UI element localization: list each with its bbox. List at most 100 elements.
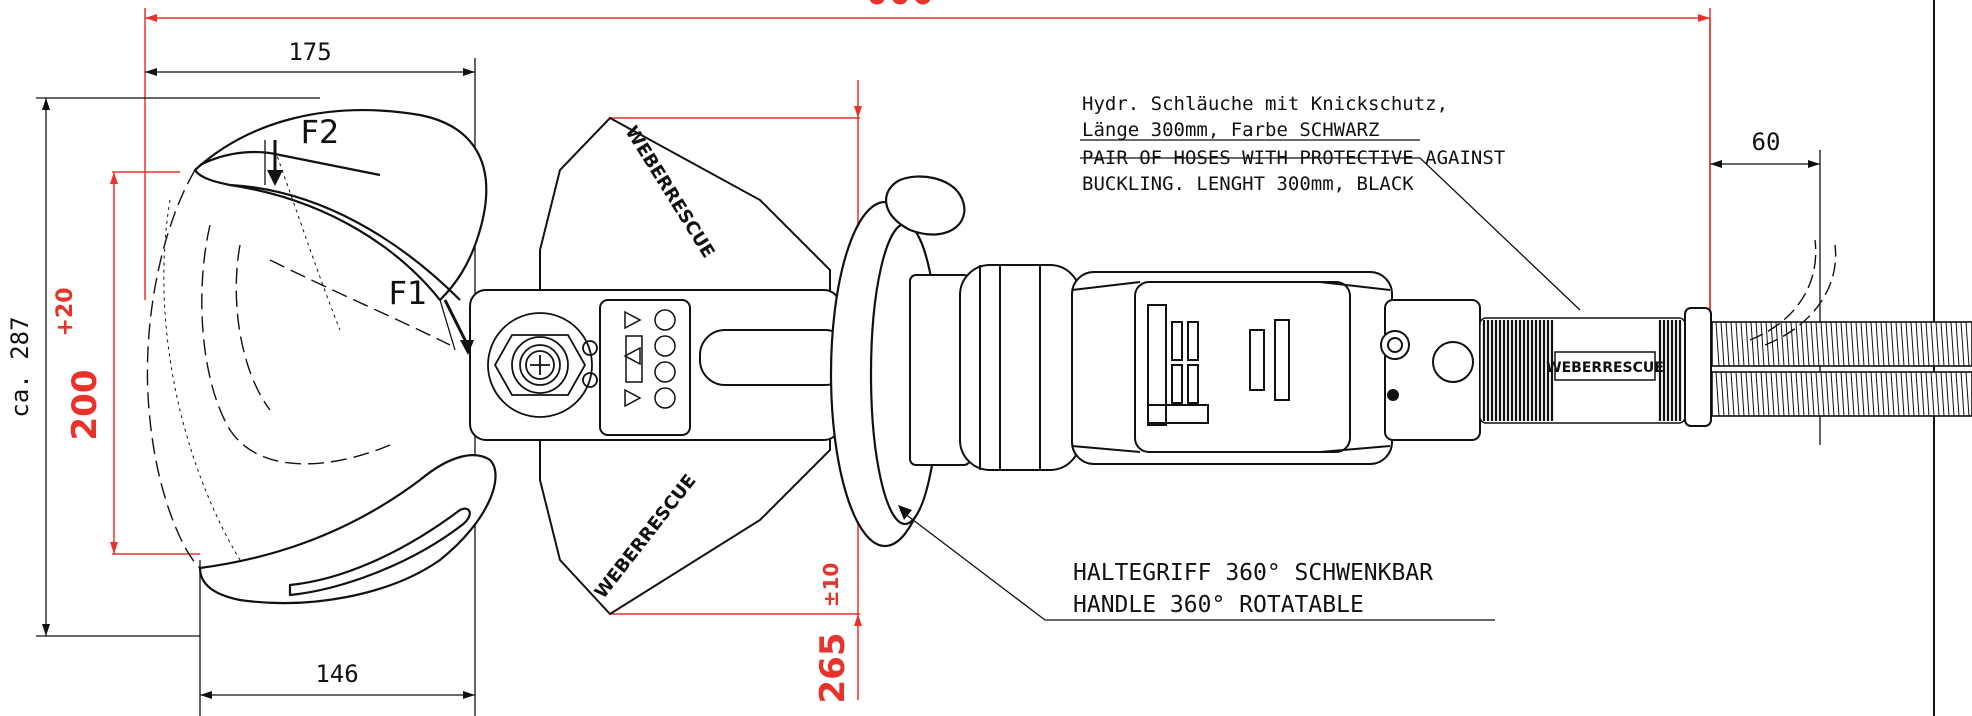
opening-tolerance-label: +20 bbox=[53, 287, 78, 336]
hose-offset-label: 60 bbox=[1752, 128, 1781, 156]
hose-ring bbox=[1940, 321, 1945, 367]
hose-ring bbox=[1840, 371, 1845, 417]
hose-ring bbox=[1765, 371, 1770, 417]
hose-ring bbox=[1830, 371, 1835, 417]
leader-lines bbox=[264, 139, 1581, 621]
hose-ring bbox=[1775, 371, 1780, 417]
lower-blade bbox=[198, 454, 497, 605]
hose-ring bbox=[1900, 371, 1905, 417]
hose-ring bbox=[1925, 321, 1930, 367]
height-label: ca. 287 bbox=[6, 316, 34, 417]
grip-logo-box bbox=[1554, 351, 1656, 381]
hose-ring bbox=[1810, 321, 1815, 367]
hose-ring bbox=[1965, 321, 1970, 367]
dimension-arrowheads bbox=[110, 14, 1710, 626]
hose-ring bbox=[1935, 371, 1940, 417]
hose-ring bbox=[1910, 371, 1915, 417]
hose-connector bbox=[1684, 307, 1712, 427]
hose-ring bbox=[1820, 321, 1825, 367]
hose-ring bbox=[1720, 371, 1725, 417]
overall-length-label: 000 bbox=[866, 0, 935, 13]
hose-ring bbox=[1930, 321, 1935, 367]
hose-ring bbox=[1925, 371, 1930, 417]
hose-ring bbox=[1755, 321, 1760, 367]
hose-ring bbox=[1815, 321, 1820, 367]
hose-ring bbox=[1875, 321, 1880, 367]
hose-ring bbox=[1905, 321, 1910, 367]
hose-ring bbox=[1760, 321, 1765, 367]
hose-ring bbox=[1820, 371, 1825, 417]
hose-ring bbox=[1935, 321, 1940, 367]
hose-ring bbox=[1785, 321, 1790, 367]
tip-width-label: 146 bbox=[315, 660, 358, 688]
hose-ring bbox=[1955, 321, 1960, 367]
hose-ring bbox=[1960, 321, 1965, 367]
hose-ring bbox=[1850, 321, 1855, 367]
force-arrow-shafts bbox=[273, 140, 468, 343]
hose-ring bbox=[1885, 321, 1890, 367]
hose-ring bbox=[1790, 321, 1795, 367]
hose-ring bbox=[1805, 371, 1810, 417]
hose-ring bbox=[1945, 371, 1950, 417]
hose-note-de-2: Länge 300mm, Farbe SCHWARZ bbox=[1082, 119, 1379, 141]
hose-ring bbox=[1940, 371, 1945, 417]
hose-ring bbox=[1770, 371, 1775, 417]
hose-ring bbox=[1920, 321, 1925, 367]
hose-ring bbox=[1895, 371, 1900, 417]
hose-ring bbox=[1750, 321, 1755, 367]
hose-ring bbox=[1780, 371, 1785, 417]
hose-ring bbox=[1790, 371, 1795, 417]
hose-ring bbox=[1760, 371, 1765, 417]
hose-ring bbox=[1810, 371, 1815, 417]
hose-ring bbox=[1720, 321, 1725, 367]
hose-rings bbox=[1715, 321, 1970, 417]
force-f2-label: F2 bbox=[301, 113, 340, 151]
hose-ring bbox=[1730, 321, 1735, 367]
handle-note-en: HANDLE 360° ROTATABLE bbox=[1073, 592, 1364, 618]
hose-ring bbox=[1955, 371, 1960, 417]
hose-ring bbox=[1920, 371, 1925, 417]
hose-ring bbox=[1895, 321, 1900, 367]
hose-ring bbox=[1795, 371, 1800, 417]
hose-ring bbox=[1835, 371, 1840, 417]
force-f1-label: F1 bbox=[389, 274, 428, 312]
hose-ring bbox=[1745, 321, 1750, 367]
cutting-tolerance-label: ±10 bbox=[819, 563, 843, 608]
grip-logo: WEBERRESCUE bbox=[1546, 360, 1664, 376]
black-arrowheads bbox=[42, 68, 1820, 699]
hose-ring bbox=[1825, 371, 1830, 417]
hose-ring bbox=[1815, 371, 1820, 417]
handle-note-de: HALTEGRIFF 360° SCHWENKBAR bbox=[1073, 560, 1433, 586]
hose-bend-outline bbox=[1749, 239, 1837, 346]
knurl-lines bbox=[1482, 320, 1682, 421]
hose-ring bbox=[1915, 371, 1920, 417]
hose-ring bbox=[1950, 321, 1955, 367]
hose-ring bbox=[1900, 321, 1905, 367]
hose-ring bbox=[1880, 371, 1885, 417]
hose-ring bbox=[1860, 321, 1865, 367]
hose-ring bbox=[1880, 321, 1885, 367]
hose-ring bbox=[1750, 371, 1755, 417]
hose-ring bbox=[1825, 321, 1830, 367]
hose-ring bbox=[1870, 371, 1875, 417]
upper-blade bbox=[193, 109, 488, 302]
hose-ring bbox=[1930, 371, 1935, 417]
hydraulic-cylinder bbox=[909, 264, 1481, 471]
hose-ring bbox=[1830, 321, 1835, 367]
force-arrows bbox=[267, 170, 912, 520]
hose-ring bbox=[1950, 371, 1955, 417]
dotted-arcs bbox=[163, 149, 341, 561]
hose-ring bbox=[1785, 371, 1790, 417]
hose-ring bbox=[1725, 371, 1730, 417]
hose-ring bbox=[1865, 371, 1870, 417]
hose-ring bbox=[1740, 321, 1745, 367]
hose-ring bbox=[1775, 321, 1780, 367]
hose-ring bbox=[1740, 371, 1745, 417]
hose-ring bbox=[1745, 371, 1750, 417]
opening-label: 200 bbox=[65, 370, 105, 441]
hose-ring bbox=[1865, 321, 1870, 367]
hose-ring bbox=[1805, 321, 1810, 367]
hose-ring bbox=[1855, 371, 1860, 417]
hose-ring bbox=[1755, 371, 1760, 417]
hose-ring bbox=[1840, 321, 1845, 367]
